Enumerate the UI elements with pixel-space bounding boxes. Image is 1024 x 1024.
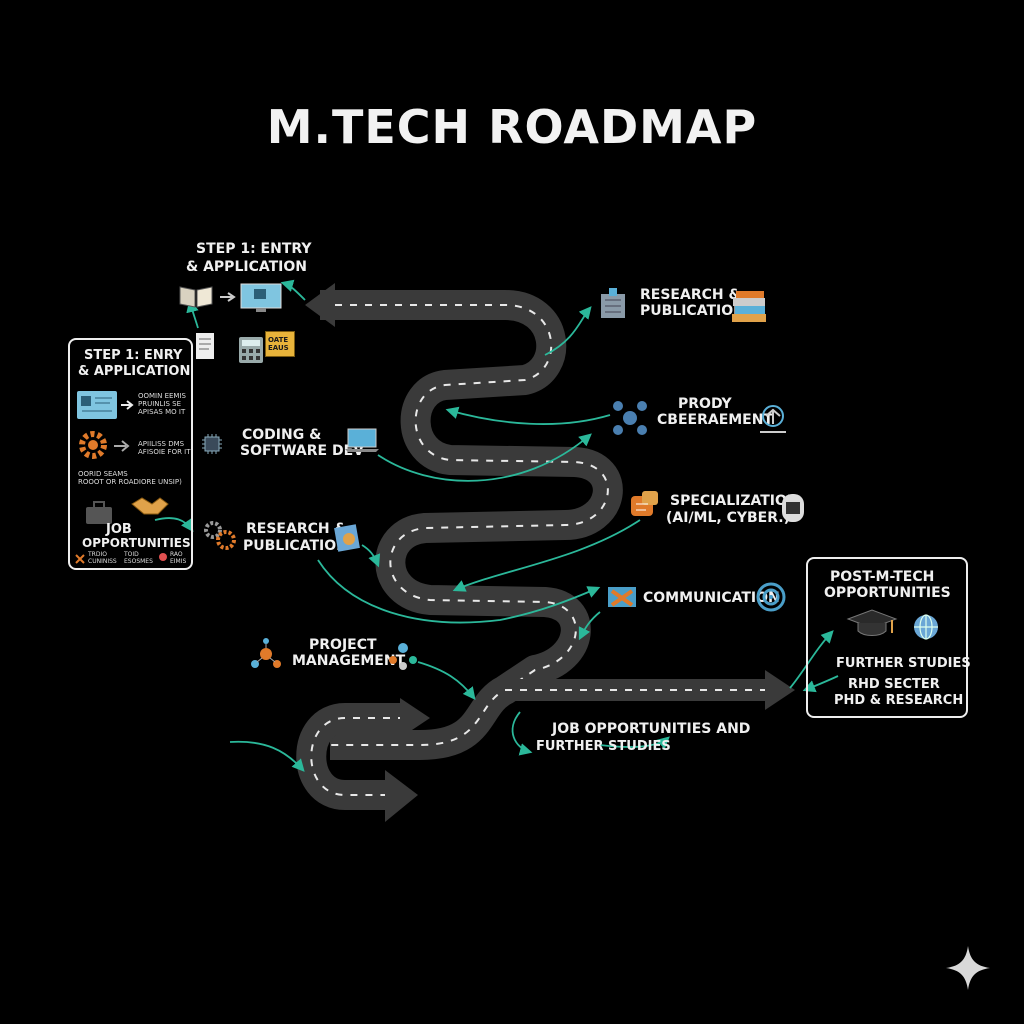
prody-label-line1: PRODY xyxy=(678,396,732,412)
graduation-cap-icon xyxy=(846,609,898,636)
team-icon xyxy=(251,638,281,668)
id-card-icon xyxy=(77,391,117,419)
research-right-label-line1: RESEARCH & xyxy=(640,287,741,303)
people-icon xyxy=(389,643,417,670)
globe-icon xyxy=(914,614,938,640)
step1-jobs-line1: JOB xyxy=(106,522,132,537)
road-arrowhead-loop-top xyxy=(400,698,430,738)
connector-4 xyxy=(377,433,592,482)
project-label-line1: PROJECT xyxy=(309,637,377,653)
step1-foot3-line1: RAO xyxy=(170,551,183,558)
ticket-icon: OATE EAUS xyxy=(265,331,295,357)
sparkle-icon xyxy=(946,946,990,990)
brain-icon xyxy=(631,491,658,516)
connector-11 xyxy=(229,740,305,772)
connector-10 xyxy=(578,611,601,641)
connector-12 xyxy=(511,711,533,756)
project-label-line2: MANAGEMENT xyxy=(292,653,406,669)
arrow-right-icon xyxy=(220,292,236,302)
road-arrowhead-loop-bottom xyxy=(385,770,418,822)
step1-row2-line1: APIILISS DMS xyxy=(138,440,185,448)
road-arrowhead-right xyxy=(765,670,795,710)
post-mtech-item3: PHD & RESEARCH xyxy=(834,693,964,708)
coding-label-line1: CODING & xyxy=(242,427,322,443)
step1-foot2-line2: ESOSMES xyxy=(124,558,153,565)
step1-panel: STEP 1: ENRY & APPLICATION OOMIN EEMIS P… xyxy=(68,338,193,570)
coding-label-line2: SOFTWARE DEV xyxy=(240,443,364,459)
arrow-right-icon xyxy=(121,400,134,410)
emoji-icon xyxy=(159,553,167,561)
scale-icon xyxy=(760,405,786,433)
connector-8 xyxy=(154,517,194,533)
step1-row1-line1: OOMIN EEMIS xyxy=(138,392,186,400)
post-mtech-item1: FURTHER STUDIES xyxy=(836,656,971,671)
handshake-icon xyxy=(131,497,169,515)
research-right-label-line2: PUBLICATION xyxy=(640,303,745,319)
communication-label: COMMUNICATION xyxy=(643,590,780,606)
step1-row3-line1: OORID SEAMS xyxy=(78,470,128,478)
connector-1 xyxy=(280,279,306,301)
prody-label-line2: CBEERAEMENT xyxy=(657,412,774,428)
connector-2 xyxy=(544,306,592,356)
specialization-label-line2: (AI/ML, CYBER.) xyxy=(666,510,791,526)
step1-top-label-line2: & APPLICATION xyxy=(186,259,307,275)
step1-foot3-line2: EIMIS xyxy=(170,558,187,565)
step1-row2-line2: AFISOIE FOR IT xyxy=(138,448,191,456)
post-mtech-item2: RHD SECTER xyxy=(848,677,940,692)
gear-icon xyxy=(204,521,236,550)
connector-3 xyxy=(445,406,611,425)
art-icon xyxy=(334,524,360,552)
network-icon xyxy=(613,401,647,435)
jobs-label-line2: FURTHER STUDIES xyxy=(536,739,671,754)
tools-icon xyxy=(75,554,85,564)
book-icon xyxy=(179,286,213,308)
road-arrowhead-top xyxy=(305,283,335,327)
jobs-label-line1: JOB OPPORTUNITIES AND xyxy=(552,721,751,737)
post-mtech-title-line1: POST-M-TECH xyxy=(830,569,935,585)
monitor-icon xyxy=(240,283,282,312)
research-left-label-line2: PUBLICATION xyxy=(243,538,348,554)
research-left-label-line1: RESEARCH & xyxy=(246,521,347,537)
server-icon xyxy=(601,288,625,318)
step1-row1-line2: PRUINLIS SE xyxy=(138,400,182,408)
step1-foot2-line1: TOID xyxy=(124,551,139,558)
step1-panel-title-line2: & APPLICATION xyxy=(78,364,191,379)
connector-5 xyxy=(452,519,641,592)
briefcase-icon xyxy=(86,501,112,524)
step1-row3-line2: ROOOT OR ROADIORE UNSIP) xyxy=(78,478,182,486)
mail-icon xyxy=(608,587,636,607)
calculator-icon xyxy=(239,337,263,363)
step1-panel-title-line1: STEP 1: ENRY xyxy=(84,348,183,363)
laptop-icon xyxy=(345,428,379,452)
target-icon xyxy=(756,582,786,612)
connector-6 xyxy=(361,544,381,568)
step1-foot1-line1: TRDIO xyxy=(88,551,107,558)
arrow-right-icon xyxy=(114,440,130,452)
gate-ticket-text: OATE EAUS xyxy=(268,336,289,352)
chip-icon xyxy=(202,434,222,454)
books-icon xyxy=(732,291,766,322)
connector-9 xyxy=(417,661,476,700)
specialization-label-line1: SPECIALIZATION xyxy=(670,493,799,509)
step1-foot1-line2: CUNINISS xyxy=(88,558,117,565)
post-mtech-title-line2: OPPORTUNITIES xyxy=(824,585,951,601)
connector-7 xyxy=(317,559,601,624)
chip-badge-icon xyxy=(782,494,804,522)
step1-row1-line3: APISAS MO IT xyxy=(138,408,186,416)
connector-14 xyxy=(789,630,834,689)
connector-13 xyxy=(599,736,670,750)
step1-jobs-line2: OPPORTUNITIES xyxy=(82,536,191,550)
page-title: M.TECH ROADMAP xyxy=(266,100,758,154)
post-mtech-panel: POST-M-TECH OPPORTUNITIES FURTHER STUDIE… xyxy=(806,557,971,718)
gear-icon xyxy=(79,431,107,459)
document-icon xyxy=(196,333,214,359)
step1-top-label-line1: STEP 1: ENTRY xyxy=(196,241,312,257)
